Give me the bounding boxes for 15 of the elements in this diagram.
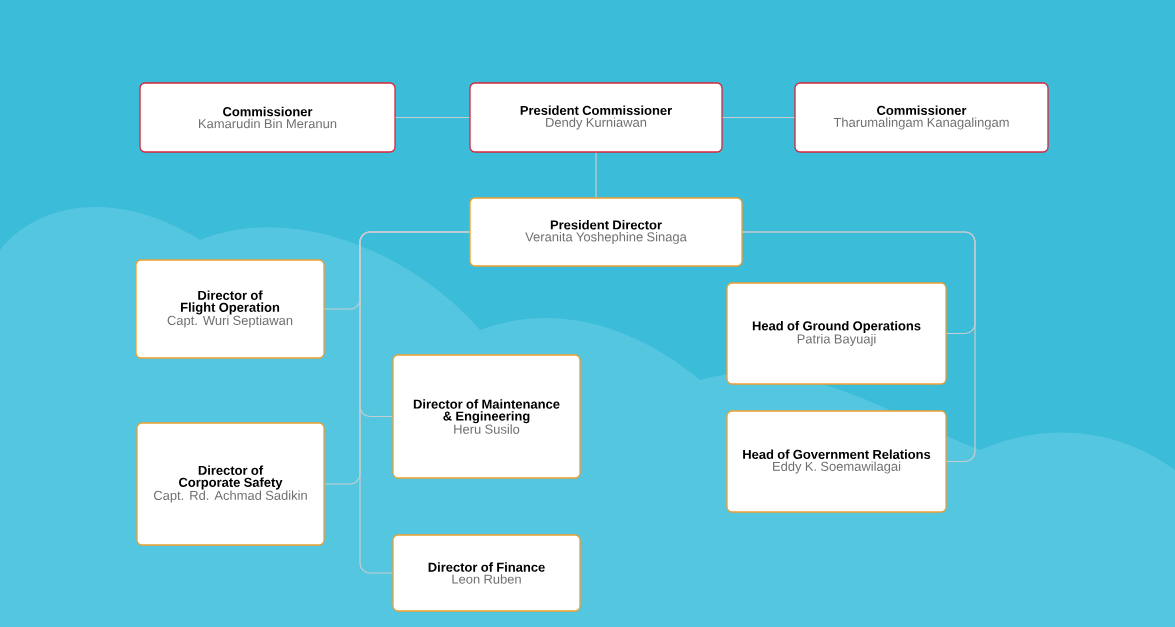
org-box: President Director Veranita Yoshephine Sinaga (469, 197, 743, 267)
org-box: Director of Finance Leon Ruben (392, 534, 581, 612)
org-box: Head of Government Relations Eddy K. Soemawilagai (726, 410, 947, 513)
org-box: Head of Ground Operations Patria Bayuaji (726, 282, 947, 385)
connector-line (742, 231, 976, 463)
org-box: Director of Corporate Safety Capt. Rd. Achmad Sadikin (136, 422, 325, 546)
connector-line (359, 231, 470, 574)
org-box: Commissioner Tharumalingam Kanagalingam (794, 82, 1049, 153)
org-box: Commissioner Kamarudin Bin Meranun (139, 82, 396, 153)
connector-line (595, 152, 597, 198)
org-box: President Commissioner Dendy Kurniawan (469, 82, 723, 153)
connector-line (722, 116, 795, 119)
connector-line (395, 116, 470, 119)
org-box: Director of Maintenance & Engineering Heru Susilo (392, 354, 581, 479)
org-box: Director of Flight Operation Capt. Wuri Septiawan (135, 259, 325, 359)
